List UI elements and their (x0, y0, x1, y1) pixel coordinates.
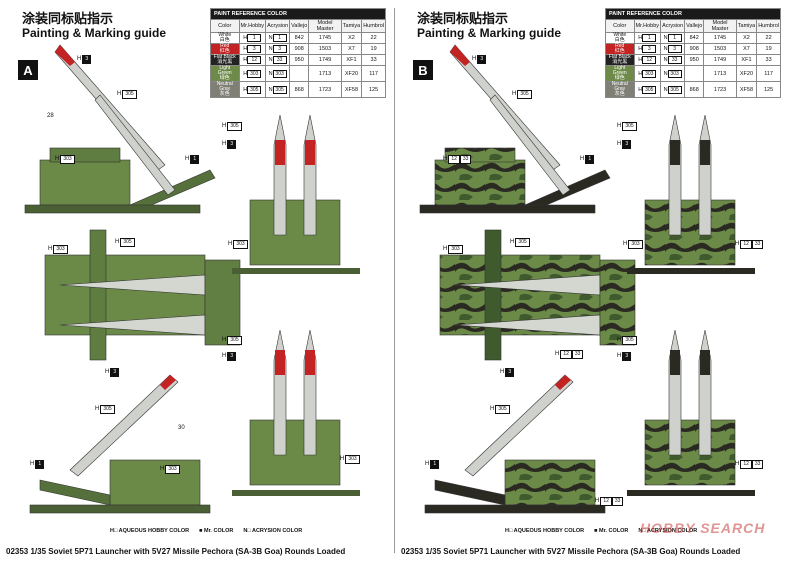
page-title-cn-b: 涂装同标贴指示 (417, 12, 509, 27)
camo-launcher-side-view-bottom (424, 374, 606, 514)
legend-acrysion: N□ ACRYSION COLOR (243, 528, 303, 534)
paint-legend: H□ AQUEOUS HOBBY COLOR ■ Mr. COLOR N□ AC… (110, 528, 302, 534)
launcher-top-view (44, 229, 241, 361)
page-title-en-b: Painting & Marking guide (417, 26, 562, 40)
panel-a: 涂装同标贴指示 Painting & Marking guide A PAINT… (0, 0, 394, 563)
vehicle-drawings-a (24, 44, 360, 514)
header-vallejo: Vallejo (289, 19, 310, 33)
camo-launcher-top-view (439, 229, 636, 361)
page-title-cn: 涂装同标贴指示 (22, 12, 114, 27)
legend-mr: ■ Mr. COLOR (199, 528, 234, 534)
paint-reference-table: PAINT REFERENCE COLOR Color Mr.Hobby Acr… (210, 8, 386, 98)
launcher-front-view-bottom (232, 329, 360, 496)
kit-caption-a: 02353 1/35 Soviet 5P71 Launcher with 5V2… (6, 547, 346, 556)
version-badge-a: A (18, 60, 38, 80)
part-number-30: 30 (178, 425, 185, 431)
kit-caption-b: 02353 1/35 Soviet 5P71 Launcher with 5V2… (401, 547, 741, 556)
camo-launcher-front-view-bottom (627, 329, 755, 496)
vehicle-drawings-b (419, 44, 755, 514)
camo-launcher-side-view-top (419, 44, 611, 214)
paint-table-header: Color Mr.Hobby Acrysion Vallejo Model Ma… (210, 19, 386, 33)
legend-aqueous: H□ AQUEOUS HOBBY COLOR (110, 528, 190, 534)
header-humbrol: Humbrol (361, 19, 386, 33)
header-model-master: Model Master (308, 19, 342, 33)
panel-b: 涂装同标贴指示 Painting & Marking guide B PAINT… (395, 0, 789, 563)
header-tamiya: Tamiya (340, 19, 363, 33)
page-divider (394, 8, 395, 553)
launcher-front-view-top (232, 114, 360, 274)
paint-legend-b: H□ AQUEOUS HOBBY COLOR ■ Mr. COLOR N□ AC… (505, 528, 698, 534)
version-badge-b: B (413, 60, 433, 80)
camo-launcher-front-view-top (627, 114, 755, 274)
header-color: Color (210, 19, 240, 33)
part-number-28: 28 (47, 113, 54, 119)
launcher-side-view-top (24, 44, 216, 214)
watermark-logo: HOBBY SEARCH (640, 520, 766, 536)
page-title-en: Painting & Marking guide (22, 26, 167, 40)
paint-reference-table-b: PAINT REFERENCE COLOR Color Mr.Hobby Acr… (605, 8, 781, 98)
launcher-side-view-bottom (29, 374, 211, 514)
